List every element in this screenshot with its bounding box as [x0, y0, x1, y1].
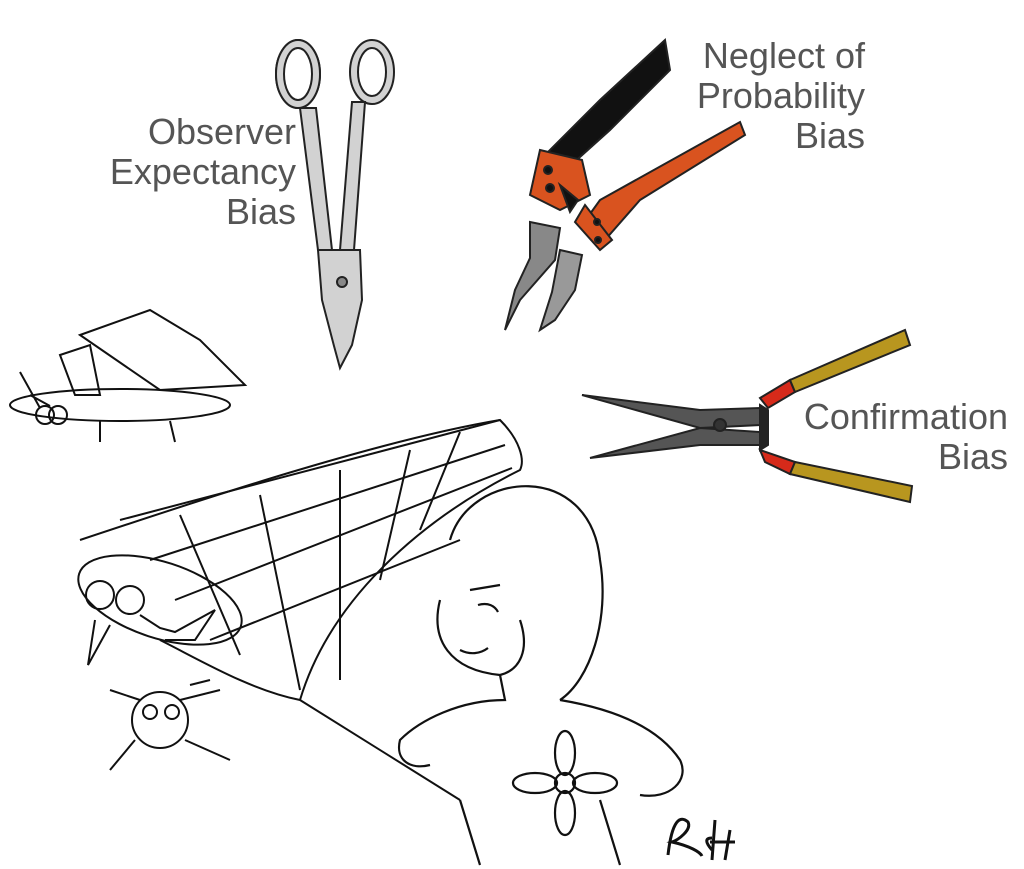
- confirmation-bias-label: Confirmation Bias: [803, 396, 1008, 477]
- bug-figures: [9, 308, 248, 771]
- hedge-shears-icon: [581, 328, 914, 504]
- neglect-of-probability-bias-label: Neglect of Probability Bias: [696, 35, 865, 156]
- girl-figure: [397, 485, 684, 866]
- observer-expectancy-bias-label: Observer Expectancy Bias: [109, 111, 296, 232]
- tin-snips-icon: [275, 39, 396, 371]
- butterfly-net: [77, 418, 523, 801]
- pruning-shears-icon: [504, 38, 747, 333]
- signature: [666, 817, 735, 861]
